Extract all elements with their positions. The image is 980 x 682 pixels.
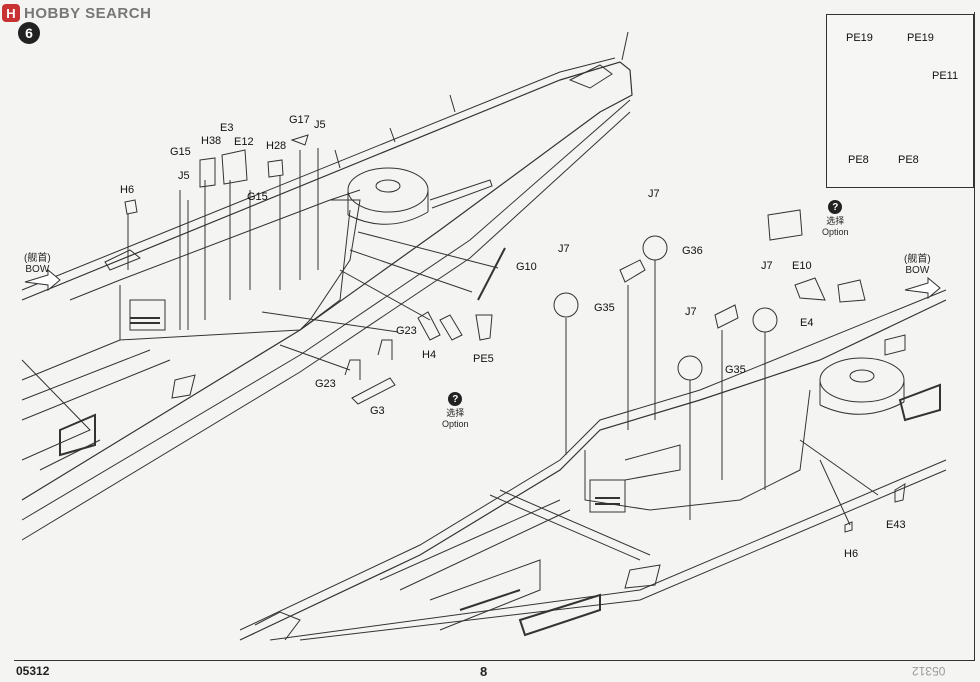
bow-arrow-left (24, 268, 61, 292)
bow-label-cn: (舰首) (24, 253, 51, 264)
part-label: H38 (201, 135, 222, 147)
part-label: PE5 (473, 353, 494, 365)
part-label: G23 (315, 378, 336, 390)
part-label: J7 (648, 188, 660, 200)
part-label: J7 (685, 306, 697, 318)
bow-label-cn: (舰首) (904, 254, 931, 265)
step-number-badge: 6 (18, 22, 40, 44)
option-label-right: ? 选择 Option (822, 200, 849, 237)
option-cn: 选择 (446, 408, 465, 418)
part-label: E10 (792, 260, 812, 272)
watermark-text: HOBBY SEARCH (24, 4, 152, 22)
part-label: G15 (170, 146, 191, 158)
part-label: E43 (886, 519, 906, 531)
question-icon: ? (828, 200, 843, 214)
part-label: G23 (396, 325, 417, 337)
part-label: H6 (844, 548, 859, 560)
bow-label-left: (舰首) BOW (24, 249, 51, 275)
option-en: Option (822, 227, 849, 237)
hobbysearch-logo: H (2, 4, 20, 22)
watermark: H HOBBY SEARCH (2, 2, 151, 24)
question-icon: ? (448, 392, 463, 406)
product-code: 05312 (16, 664, 50, 678)
bow-label-en: BOW (905, 265, 930, 276)
page-number: 8 (480, 664, 488, 679)
left-hull-drawing (21, 31, 633, 541)
option-en: Option (442, 419, 469, 429)
page-frame (14, 12, 975, 661)
part-label: G35 (725, 364, 746, 376)
bleed-through-code: 05312 (912, 664, 946, 678)
right-parts-drawing (553, 209, 906, 533)
part-label: J7 (558, 243, 570, 255)
part-label: PE11 (932, 70, 959, 82)
part-label: PE19 (907, 32, 934, 44)
part-label: J5 (314, 119, 326, 131)
part-label: J5 (178, 170, 190, 182)
option-cn: 选择 (826, 216, 845, 226)
bow-label-right: (舰首) BOW (904, 250, 931, 276)
part-label: G15 (247, 191, 268, 203)
part-label: G17 (289, 114, 310, 126)
part-label: G36 (682, 245, 703, 257)
inset-detail-box (826, 14, 974, 188)
part-label: PE8 (848, 154, 869, 166)
part-label: E3 (220, 122, 234, 134)
bow-label-en: BOW (25, 264, 50, 275)
option-label-left: ? 选择 Option (442, 392, 469, 429)
part-label: G10 (516, 261, 537, 273)
part-label: PE8 (898, 154, 919, 166)
bow-arrow-right (904, 276, 941, 300)
part-label: E12 (234, 136, 254, 148)
part-label: H6 (120, 184, 135, 196)
part-label: G3 (370, 405, 385, 417)
part-label: H28 (266, 140, 287, 152)
part-label: H4 (422, 349, 437, 361)
part-label: E4 (800, 317, 814, 329)
part-label: G35 (594, 302, 615, 314)
part-label: J7 (761, 260, 773, 272)
part-label: PE19 (846, 32, 873, 44)
left-parts-drawing (124, 134, 506, 405)
right-hull-drawing (239, 289, 947, 641)
